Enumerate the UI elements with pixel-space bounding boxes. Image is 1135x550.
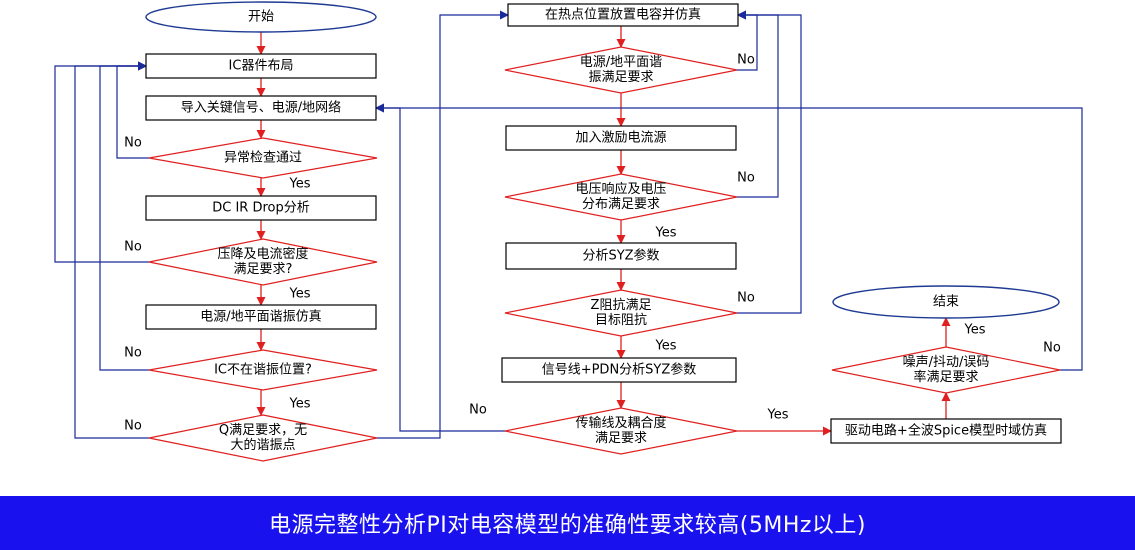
node-res-sim: 电源/地平面谐振仿真: [145, 304, 377, 330]
node-ic-layout-label: IC器件布局: [229, 59, 294, 74]
edge-label-no: No: [737, 53, 755, 68]
node-coupling-ok-label: 传输线及耦合度: [575, 415, 666, 431]
node-check-pass-shape: [148, 137, 378, 179]
node-start: 开始: [145, 1, 377, 33]
edge-ic-res-to-ic-layout: [99, 61, 149, 371]
node-driver-sim-label: 驱动电路+全波Spice模型时域仿真: [845, 423, 1047, 439]
edge-label-no: No: [469, 403, 487, 418]
node-import-net-shape: [145, 95, 377, 121]
node-end-label: 结束: [933, 295, 959, 310]
edge-label-no: No: [124, 419, 142, 434]
node-import-net: 导入关键信号、电源/地网络: [145, 95, 377, 121]
edge-q-ok-to-place-cap: [377, 10, 509, 439]
node-q-ok-label: Q满足要求，无: [219, 423, 307, 438]
node-coupling-ok-shape: [504, 407, 738, 455]
edge-label-no: No: [124, 240, 142, 255]
edge-label-no: No: [124, 136, 142, 151]
edge-label-yes: Yes: [767, 408, 789, 423]
node-plane-ok-shape: [504, 46, 738, 94]
node-sig-pdn-shape: [501, 357, 737, 383]
node-coupling-ok-label: 满足要求: [595, 431, 647, 446]
node-ic-layout: IC器件布局: [145, 53, 377, 79]
node-dc-ir-label: DC IR Drop分析: [212, 201, 310, 216]
edge-label-yes: Yes: [655, 226, 677, 241]
node-drop-ok-label: 满足要求?: [234, 262, 293, 277]
node-ic-res-shape: [148, 349, 378, 391]
node-syz: 分析SYZ参数: [505, 242, 737, 270]
node-noise-ok-label: 率满足要求: [913, 369, 978, 385]
node-plane-ok-label: 振满足要求: [588, 70, 653, 85]
node-z-ok-label: Z阻抗满足: [591, 298, 652, 313]
node-sig-pdn: 信号线+PDN分析SYZ参数: [501, 357, 737, 383]
edge-label-no: No: [1043, 341, 1061, 356]
edge-noise-ok-to-import-net: [375, 103, 1083, 371]
edge-label-yes: Yes: [655, 339, 677, 354]
edge-label-yes: Yes: [289, 287, 311, 302]
node-noise-ok-shape: [831, 346, 1061, 394]
node-place-cap-label: 在热点位置放置电容并仿真: [545, 7, 701, 23]
caption-bar: 电源完整性分析PI对电容模型的准确性要求较高(5MHz以上): [0, 496, 1135, 550]
node-import-net-label: 导入关键信号、电源/地网络: [181, 100, 341, 116]
node-volt-ok-shape: [504, 173, 738, 221]
edges-layer: [54, 10, 1083, 439]
node-syz-label: 分析SYZ参数: [582, 248, 659, 264]
node-plane-ok-label: 电源/地平面谐: [580, 55, 662, 70]
node-end: 结束: [832, 285, 1060, 319]
node-noise-ok-label: 噪声/抖动/误码: [903, 355, 990, 370]
node-z-ok-shape: [504, 289, 738, 337]
edge-label-yes: Yes: [289, 177, 311, 192]
edge-q-ok-to-ic-layout: [74, 61, 149, 439]
node-start-label: 开始: [248, 10, 274, 25]
node-place-cap-shape: [507, 3, 739, 27]
node-volt-ok-label: 分布满足要求: [582, 197, 660, 212]
node-driver-sim-shape: [830, 418, 1062, 444]
edge-label-no: No: [737, 171, 755, 186]
edge-drop-ok-to-ic-layout: [54, 61, 149, 263]
node-q-ok-label: 大的谐振点: [230, 437, 295, 453]
edge-label-yes: Yes: [289, 397, 311, 412]
node-ic-layout-shape: [145, 53, 377, 79]
node-res-sim-shape: [145, 304, 377, 330]
node-driver-sim: 驱动电路+全波Spice模型时域仿真: [830, 418, 1062, 444]
node-start-shape: [145, 1, 377, 33]
node-dc-ir: DC IR Drop分析: [145, 195, 377, 221]
node-ic-res: IC不在谐振位置?: [148, 349, 378, 391]
node-end-shape: [832, 285, 1060, 319]
node-add-src-shape: [505, 125, 737, 151]
node-syz-shape: [505, 242, 737, 270]
node-check-pass-label: 异常检查通过: [224, 151, 302, 166]
edge-label-yes: Yes: [964, 323, 986, 338]
edge-label-no: No: [124, 346, 142, 361]
node-volt-ok-label: 电压响应及电压: [575, 181, 666, 197]
node-check-pass: 异常检查通过: [148, 137, 378, 179]
node-q-ok-shape: [148, 414, 378, 462]
node-res-sim-label: 电源/地平面谐振仿真: [200, 310, 321, 325]
node-drop-ok-label: 压降及电流密度: [217, 246, 308, 262]
node-add-src-label: 加入激励电流源: [575, 131, 666, 146]
node-drop-ok-shape: [148, 238, 378, 286]
node-place-cap: 在热点位置放置电容并仿真: [507, 3, 739, 27]
node-sig-pdn-label: 信号线+PDN分析SYZ参数: [542, 362, 697, 378]
node-add-src: 加入激励电流源: [505, 125, 737, 151]
node-ic-res-label: IC不在谐振位置?: [214, 363, 312, 378]
edge-z-ok-to-place-cap: [737, 10, 802, 314]
node-z-ok-label: 目标阻抗: [595, 313, 647, 328]
edge-label-no: No: [737, 291, 755, 306]
node-dc-ir-shape: [145, 195, 377, 221]
